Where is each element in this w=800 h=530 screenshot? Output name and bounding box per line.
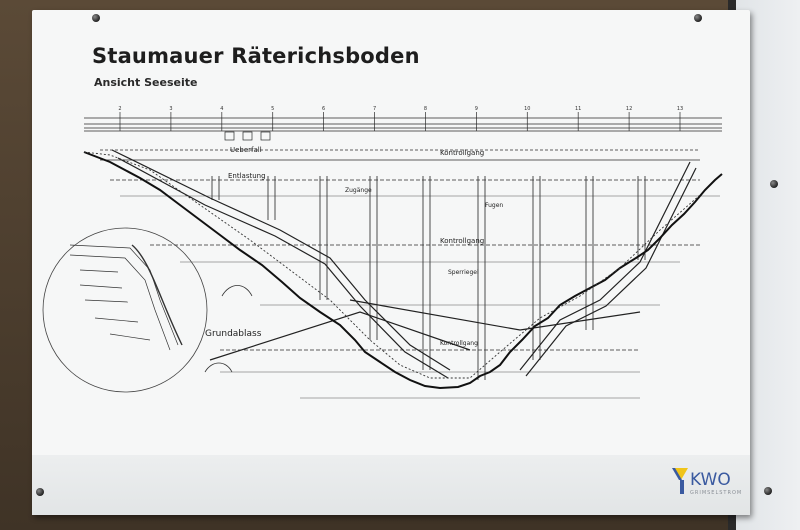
block-number: 10	[524, 106, 530, 112]
logo-text: KWO	[690, 470, 731, 490]
screw-icon	[36, 488, 44, 496]
panel-title: Staumauer Räterichsboden	[92, 44, 420, 68]
block-number: 3	[169, 106, 172, 112]
label-zugaenge: Zugänge	[345, 187, 372, 194]
label-ueberfall: Ueberfall	[230, 146, 262, 154]
block-number: 2	[118, 106, 121, 112]
terrain-profile	[83, 151, 723, 390]
block-number: 6	[322, 106, 325, 112]
board-footer	[32, 455, 750, 515]
block-number: 9	[475, 106, 478, 112]
logo-tagline: GRIMSELSTROM	[690, 490, 743, 496]
label-kontrollgang: Kontrollgang	[440, 149, 484, 157]
label-entlastung: Entlastung	[228, 172, 266, 180]
block-number: 7	[373, 106, 376, 112]
screw-icon	[770, 180, 778, 188]
screw-icon	[764, 487, 772, 495]
block-number: 12	[626, 106, 632, 112]
block-number: 11	[575, 106, 581, 112]
detail-circle	[42, 227, 208, 393]
block-number: 4	[220, 106, 223, 112]
label-sperriegel: Sperriegel	[448, 269, 479, 276]
label-kontrollgang-mid: Kontrollgang	[440, 237, 484, 245]
block-number: 13	[677, 106, 683, 112]
label-grundablass: Grundablass	[205, 329, 262, 339]
panel-subtitle: Ansicht Seeseite	[94, 76, 198, 89]
kwo-logo-icon	[672, 468, 688, 494]
label-kontrollgang-low: Kontrollgang	[440, 340, 478, 347]
block-number: 8	[424, 106, 427, 112]
label-fugen: Fugen	[485, 202, 503, 209]
screw-icon	[694, 14, 702, 22]
screw-icon	[92, 14, 100, 22]
block-number: 5	[271, 106, 274, 112]
